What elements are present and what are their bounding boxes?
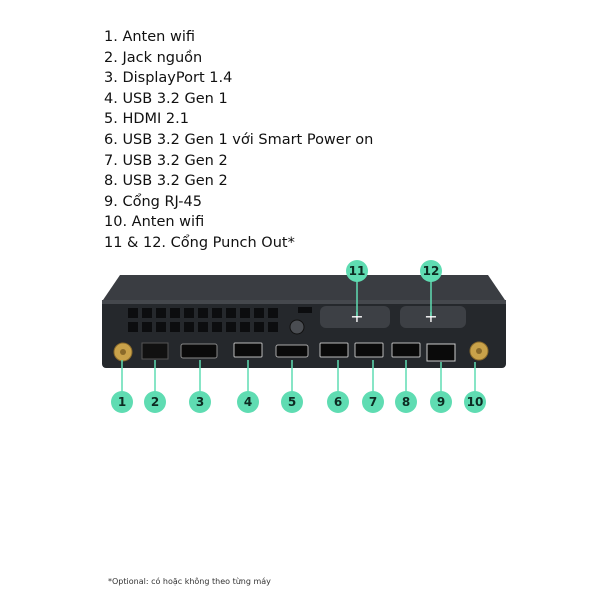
legend-item: 2. Jack nguồn (104, 49, 203, 66)
legend-item: 8. USB 3.2 Gen 2 (104, 173, 228, 190)
power-jack-icon (141, 342, 169, 360)
plus-icon: + (424, 307, 437, 326)
thumbscrew-icon (289, 319, 305, 335)
panel-edge (102, 300, 506, 304)
number-badges (111, 260, 486, 413)
badge-4: 4 (244, 395, 252, 409)
legend-item: 9. Cổng RJ-45 (104, 193, 202, 210)
rj45-port-icon (426, 343, 456, 362)
badge-9: 9 (437, 395, 445, 409)
legend-item: 11 & 12. Cổng Punch Out* (104, 234, 295, 251)
legend-item: 1. Anten wifi (104, 29, 195, 45)
footnote: *Optional: có hoặc không theo từng máy (108, 577, 271, 586)
legend-item: 5. HDMI 2.1 (104, 111, 189, 128)
device-top (103, 275, 505, 300)
usb-port-icon (354, 342, 384, 358)
badge-3: 3 (196, 395, 204, 409)
usb-port-icon (233, 342, 263, 358)
legend-item: 10. Anten wifi (104, 214, 205, 231)
badge-2: 2 (151, 395, 159, 409)
leader-lines (121, 281, 476, 392)
badge-10: 10 (467, 395, 484, 409)
displayport-icon (180, 343, 218, 359)
lock-slot (298, 307, 312, 313)
badge-6: 6 (334, 395, 342, 409)
port-legend: 1. Anten wifi 2. Jack nguồn 3. DisplayPo… (104, 27, 373, 254)
legend-item: 6. USB 3.2 Gen 1 với Smart Power on (104, 131, 374, 148)
punch-out-cover-1 (320, 306, 390, 328)
vent-grille (128, 308, 278, 332)
badge-7: 7 (369, 395, 377, 409)
usb-port-icon (319, 342, 349, 358)
plus-icon: + (350, 307, 363, 326)
badge-5: 5 (288, 395, 296, 409)
badge-8: 8 (402, 395, 410, 409)
legend-item: 7. USB 3.2 Gen 2 (104, 152, 228, 169)
legend-item: 3. DisplayPort 1.4 (104, 70, 233, 87)
punch-out-cover-2 (400, 306, 466, 328)
usb-port-icon (391, 342, 421, 358)
badge-11: 11 (349, 264, 366, 278)
badge-1: 1 (118, 395, 126, 409)
badge-12: 12 (423, 264, 440, 278)
legend-item: 4. USB 3.2 Gen 1 (104, 90, 228, 107)
hdmi-port-icon (275, 344, 309, 358)
